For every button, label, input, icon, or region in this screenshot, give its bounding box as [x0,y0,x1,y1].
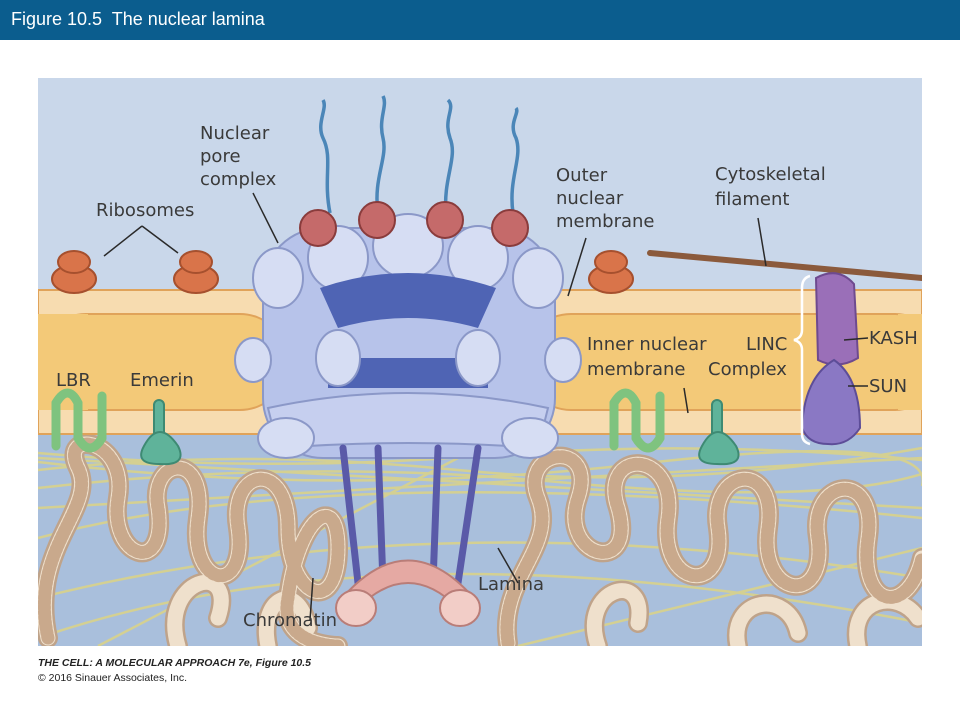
ribosome-3 [588,250,634,294]
label-linc-complex: LINC Complex [708,334,793,380]
label-lbr: LBR [56,370,91,391]
figure-credit-copyright: © 2016 Sinauer Associates, Inc. [38,672,187,684]
title-bar: Figure 10.5 The nuclear lamina [0,0,960,40]
page-title: Figure 10.5 The nuclear lamina [11,9,265,29]
nuclear-lamina-diagram: Nuclear pore complex Ribosomes Outer nuc… [38,78,922,646]
label-kash: KASH [869,328,918,349]
linc-bracket [793,274,811,446]
lbr-protein-right [609,388,665,453]
sun-protein [800,358,862,446]
nuclear-pore-complex [234,95,582,627]
chromatin [38,434,922,646]
ribosome-2 [173,250,219,294]
kash-protein [814,272,860,366]
label-outer-nuclear-membrane: Outer nuclear membrane [556,165,654,232]
ribosome-1 [51,250,97,294]
emerin-protein-left [140,399,182,466]
label-lamina: Lamina [478,574,544,595]
figure-credit-title: THE CELL: A MOLECULAR APPROACH 7e, Figur… [38,657,312,669]
label-ribosomes: Ribosomes [96,200,194,221]
label-sun: SUN [869,376,907,397]
label-chromatin: Chromatin [243,610,337,631]
cytoskeletal-filament [647,250,922,281]
label-cytoskeletal-filament: Cytoskeletal filament [715,164,831,210]
lbr-protein-left [51,388,107,453]
label-nuclear-pore-complex: Nuclear pore complex [200,123,277,190]
label-inner-nuclear-membrane: Inner nuclear membrane [587,334,712,380]
label-emerin: Emerin [130,370,194,391]
emerin-protein-right [698,399,740,466]
leader-lines [103,192,869,621]
